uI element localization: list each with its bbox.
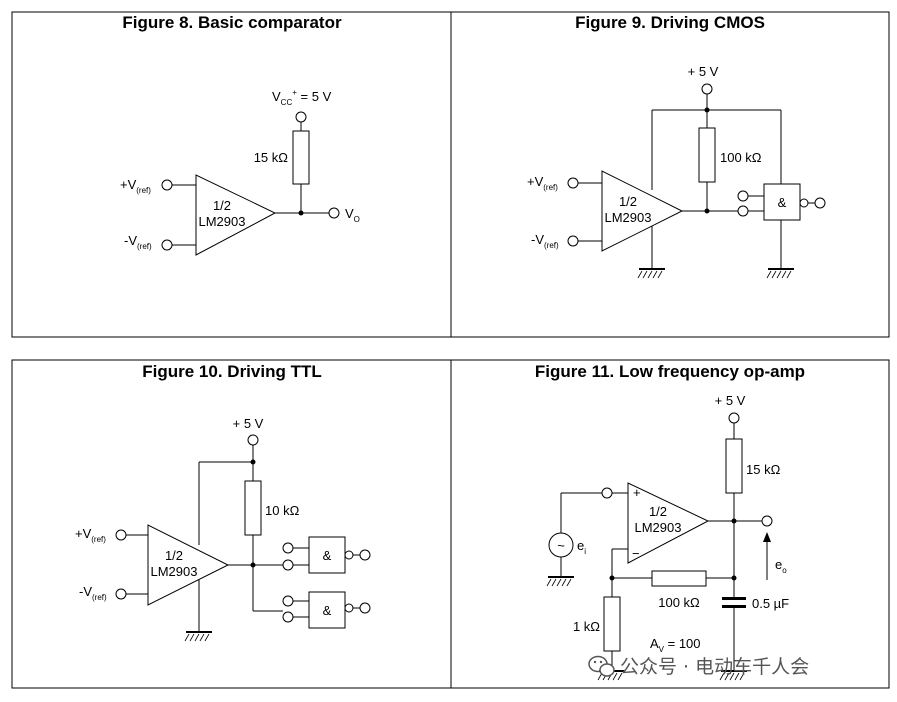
figure-10-gate2-output xyxy=(359,602,371,614)
figure-8-title: Figure 8. Basic comparator xyxy=(122,13,342,32)
figure-8-plus-terminal xyxy=(161,179,173,191)
figure-11-pullup-resistor xyxy=(725,438,743,494)
figure-10-gate2-input-a xyxy=(282,595,294,607)
figure-10-gate1-label: & xyxy=(323,548,332,563)
figure-9-resistor-label: 100 kΩ xyxy=(720,150,762,165)
figure-11-ground-resistor xyxy=(603,596,621,652)
figure-11-frame xyxy=(450,359,890,689)
figure-10-gate1-input-a xyxy=(282,542,294,554)
figure-9-comparator xyxy=(601,170,684,252)
figure-8-frame xyxy=(11,11,452,338)
figure-11-supply-label: + 5 V xyxy=(715,393,746,408)
watermark-text: 公众号 · 电动车千人会 xyxy=(620,656,809,678)
figure-10-gate2-input-b xyxy=(282,611,294,623)
figure-10-gate2-bubble xyxy=(344,603,354,613)
figure-9-opamp-line1: 1/2 xyxy=(619,194,637,209)
figure-10-plus-terminal xyxy=(115,529,127,541)
figure-9-supply-terminal xyxy=(701,83,713,95)
figure-10-minus-terminal xyxy=(115,588,127,600)
figure-10-gate1-input-b xyxy=(282,559,294,571)
figure-11-capacitor-plate-top xyxy=(722,597,746,600)
figure-8-output-terminal xyxy=(328,207,340,219)
figure-10-supply-label: + 5 V xyxy=(233,416,264,431)
figure-10-title: Figure 10. Driving TTL xyxy=(142,362,321,381)
figure-11-pullup-label: 15 kΩ xyxy=(746,462,781,477)
figure-8-opamp-line2: LM2903 xyxy=(199,214,246,229)
figure-8-minus-label: -V(ref) xyxy=(124,233,152,251)
figure-11-output-arrow xyxy=(763,532,771,542)
figure-10: Figure 10. Driving TTL + 5 V 10 kΩ 1/2 L… xyxy=(75,362,371,642)
figure-8-plus-label: +V(ref) xyxy=(120,177,151,195)
figure-9-gate-ground xyxy=(766,268,795,279)
figure-9-minus-label: -V(ref) xyxy=(531,232,559,250)
wechat-icon xyxy=(588,655,615,677)
figure-9-minus-terminal xyxy=(567,235,579,247)
figure-11-source-symbol: ~ xyxy=(557,538,565,553)
figure-9-opamp-ground xyxy=(637,268,666,279)
figure-10-opamp-line1: 1/2 xyxy=(165,548,183,563)
figure-11-title: Figure 11. Low frequency op-amp xyxy=(535,362,805,381)
figure-10-minus-label: -V(ref) xyxy=(79,584,107,602)
figure-11-opamp-line2: LM2903 xyxy=(635,520,682,535)
figure-8: Figure 8. Basic comparator VCC+ = 5 V 15… xyxy=(120,13,360,256)
figure-9-plus-label: +V(ref) xyxy=(527,174,558,192)
figure-11-minus-sign: − xyxy=(632,546,640,561)
figure-10-comparator xyxy=(147,524,230,606)
figure-11-opamp xyxy=(627,482,710,564)
figure-11-output-label: eo xyxy=(775,557,787,575)
figure-11-output-terminal xyxy=(761,515,773,527)
figure-8-comparator xyxy=(195,174,277,256)
figure-8-resistor-label: 15 kΩ xyxy=(254,150,289,165)
figure-8-minus-terminal xyxy=(161,239,173,251)
figure-9-gate-input-a xyxy=(737,190,749,202)
figure-9-plus-terminal xyxy=(567,177,579,189)
figure-10-opamp-line2: LM2903 xyxy=(151,564,198,579)
figure-11-supply-terminal xyxy=(728,412,740,424)
watermark: 公众号 · 电动车千人会 xyxy=(588,655,809,678)
figure-10-gate1-output xyxy=(359,549,371,561)
figure-9-pullup-resistor xyxy=(698,127,716,183)
figure-11-plus-terminal xyxy=(601,487,613,499)
figure-9-title: Figure 9. Driving CMOS xyxy=(575,13,765,32)
figure-11-opamp-line1: 1/2 xyxy=(649,504,667,519)
figure-10-pullup-resistor xyxy=(244,480,262,536)
figure-11-source-label: ei xyxy=(577,538,586,556)
figure-9-opamp-line2: LM2903 xyxy=(605,210,652,225)
figure-8-vcc-terminal xyxy=(295,111,307,123)
figure-9-gate-label: & xyxy=(778,195,787,210)
figure-11-capacitor-label: 0.5 µF xyxy=(752,596,789,611)
figure-11-gain-label: AV = 100 xyxy=(650,636,701,654)
figure-8-opamp-line1: 1/2 xyxy=(213,198,231,213)
figure-10-opamp-ground xyxy=(184,631,213,642)
figure-9-gate-bubble xyxy=(799,198,809,208)
figure-11-source-ground xyxy=(546,576,575,587)
figure-8-output-label: VO xyxy=(345,206,360,224)
figure-11: Figure 11. Low frequency op-amp + 5 V 15… xyxy=(535,362,805,681)
figure-10-gate1-bubble xyxy=(344,550,354,560)
figure-10-gate2-label: & xyxy=(323,603,332,618)
figure-9-frame xyxy=(450,11,890,338)
figure-9-gate-input-b xyxy=(737,205,749,217)
figure-8-pullup-resistor xyxy=(292,130,310,185)
figure-9-supply-label: + 5 V xyxy=(688,64,719,79)
figure-8-vcc-label: VCC+ = 5 V xyxy=(272,88,332,107)
figure-10-frame xyxy=(11,359,452,689)
figure-9: Figure 9. Driving CMOS + 5 V 100 kΩ 1/2 … xyxy=(527,13,826,279)
figure-9-gate-output xyxy=(814,197,826,209)
figure-11-feedback-resistor xyxy=(651,570,707,587)
figure-11-plus-sign: + xyxy=(633,485,641,500)
figure-10-resistor-label: 10 kΩ xyxy=(265,503,300,518)
figure-11-capacitor-plate-bottom xyxy=(722,605,746,608)
figure-11-ground-resistor-label: 1 kΩ xyxy=(573,619,600,634)
figure-10-supply-terminal xyxy=(247,434,259,446)
figure-10-plus-label: +V(ref) xyxy=(75,526,106,544)
figure-11-feedback-label: 100 kΩ xyxy=(658,595,700,610)
